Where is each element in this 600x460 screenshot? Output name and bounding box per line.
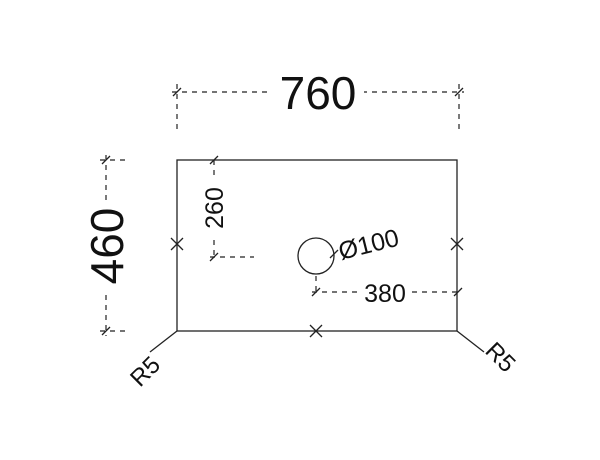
radius-right-label: R5 [480,337,521,378]
cross-marker-right [450,237,464,251]
width-label: 760 [280,67,357,119]
radius-left: R5 [125,330,178,392]
hole-top-offset-dimension: 260 [201,155,254,262]
hole-top-offset-label: 260 [201,187,229,229]
hole-circle [297,237,335,275]
width-dimension: 760 [172,67,464,130]
radius-right: R5 [456,330,521,378]
radius-left-label: R5 [125,351,166,392]
hole-diameter-label: Ø100 [336,224,402,266]
hole-right-offset-dimension: 380 [311,276,463,308]
hole-diameter-dimension: Ø100 [329,224,402,266]
midpoint-markers [170,237,464,338]
cross-marker-bottom [309,324,323,338]
hole-right-offset-label: 380 [364,280,406,308]
cross-marker-left [170,237,184,251]
panel-outline [176,159,458,332]
height-dimension: 460 [81,155,133,336]
height-label: 460 [81,208,133,285]
